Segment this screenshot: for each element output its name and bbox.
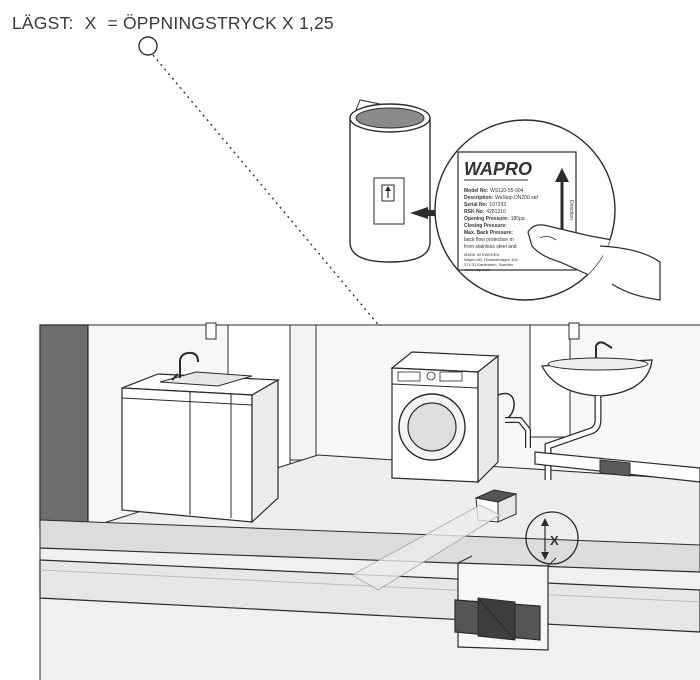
svg-text:Max. Back Pressure:: Max. Back Pressure: bbox=[464, 230, 513, 236]
label-backpressure-key: Max. Back Pressure: bbox=[464, 230, 513, 236]
kitchen-sink-cabinet bbox=[121, 351, 281, 524]
label-footer-1: MADE IN SWEDEN bbox=[464, 252, 499, 257]
zoom-arrow-icon bbox=[410, 207, 442, 219]
heading-label: LÄGST: bbox=[12, 13, 74, 33]
label-serial-value: 107293 bbox=[489, 202, 506, 208]
label-description-value: WaStop DN200 std bbox=[495, 195, 538, 201]
label-model-key: Model No: bbox=[464, 188, 488, 194]
wall-basin bbox=[505, 341, 700, 483]
svg-text:Closing Pressure:: Closing Pressure: bbox=[464, 223, 507, 229]
label-note-1: back flow protection m bbox=[464, 237, 514, 243]
label-rsk-value: 4281310 bbox=[486, 209, 506, 215]
svg-text:Model No:WS110-55-004: Model No:WS110-55-004 bbox=[464, 188, 524, 194]
valve-cylinder bbox=[349, 99, 442, 263]
label-footer-2: Wapro AB, Hindsvikvägen 102 bbox=[464, 257, 519, 262]
svg-text:Opening Pressure:180pa: Opening Pressure:180pa bbox=[464, 216, 525, 222]
label-closing-key: Closing Pressure: bbox=[464, 223, 507, 229]
inspection-pit bbox=[454, 555, 557, 651]
label-footer-4: www.wapro.se bbox=[464, 267, 491, 272]
label-model-value: WS110-55-004 bbox=[490, 188, 523, 194]
direction-label: Direction bbox=[568, 200, 574, 220]
leader-circle bbox=[138, 36, 158, 56]
direction-arrow-icon bbox=[555, 168, 569, 182]
brand-logo: WAPRO bbox=[464, 159, 532, 179]
label-opening-value: 180pa bbox=[511, 216, 525, 222]
label-rsk-key: RSK No: bbox=[464, 209, 485, 215]
label-serial-key: Serial No: bbox=[464, 202, 488, 208]
label-note-2: from stainless steel and bbox=[464, 244, 517, 250]
page-heading: LÄGST: X = ÖPPNINGSTRYCK X 1,25 bbox=[12, 13, 340, 34]
svg-text:RSK No:4281310: RSK No:4281310 bbox=[464, 209, 506, 215]
marker-label: X bbox=[550, 533, 559, 548]
heading-variable: X bbox=[84, 13, 97, 33]
svg-text:Serial No:107293: Serial No:107293 bbox=[464, 202, 506, 208]
svg-text:Description:WaStop DN200 std: Description:WaStop DN200 std bbox=[464, 195, 538, 201]
heading-formula: = ÖPPNINGSTRYCK X 1,25 bbox=[107, 13, 334, 33]
pointing-hand bbox=[527, 224, 615, 300]
washing-machine bbox=[390, 351, 515, 484]
label-zoom: WAPRO Model No:WS110-55-004 Description:… bbox=[434, 119, 661, 301]
label-description-key: Description: bbox=[464, 195, 494, 201]
dotted-leader-line bbox=[152, 54, 549, 529]
pressure-marker: X bbox=[525, 511, 579, 565]
label-opening-key: Opening Pressure: bbox=[464, 216, 509, 222]
label-footer-3: 374 31 Karlshamn, Sweden bbox=[464, 262, 513, 267]
